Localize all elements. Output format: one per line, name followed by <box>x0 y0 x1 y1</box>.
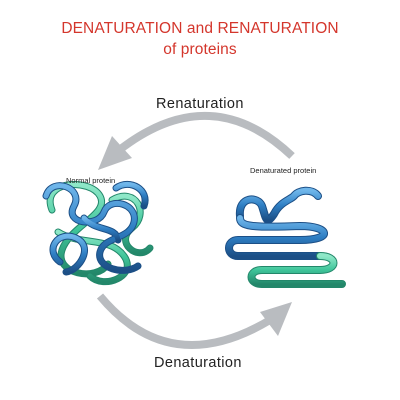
renaturation-arrow <box>98 111 295 170</box>
denatured-protein-label: Denaturated protein <box>250 166 317 175</box>
denaturation-label: Denaturation <box>154 355 242 371</box>
normal-protein-label: Normal protein <box>66 176 116 185</box>
denatured-protein-illustration <box>225 186 346 288</box>
diagram-title-line2: of proteins <box>163 41 237 58</box>
renaturation-label: Renaturation <box>156 96 244 112</box>
denaturation-arrow <box>96 293 292 349</box>
diagram-title-line1: DENATURATION and RENATURATION <box>61 20 339 37</box>
normal-protein-illustration <box>42 180 154 285</box>
